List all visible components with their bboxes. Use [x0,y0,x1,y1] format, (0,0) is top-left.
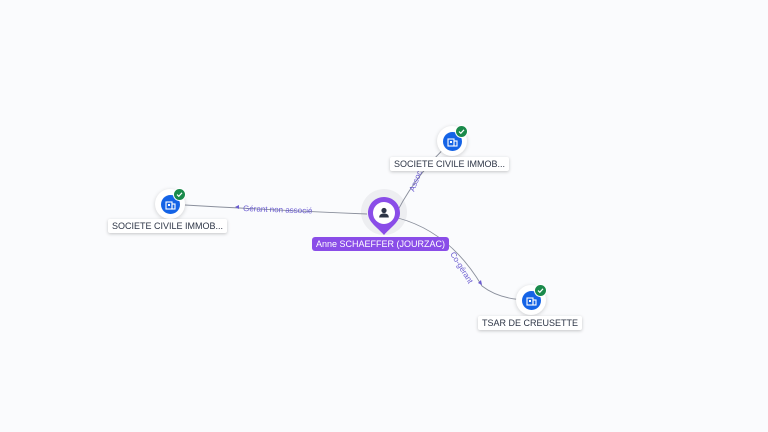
company-node-left[interactable] [155,188,186,219]
company-node-bottom[interactable] [516,284,547,315]
edge-left [184,204,368,215]
edge-bottom-label: Co-gérant [448,250,475,286]
edge-left-label: Gérant non associé [243,204,313,215]
edge-bottom [397,217,531,301]
company-label-left[interactable]: SOCIETE CIVILE IMMOB... [108,219,228,233]
person-icon [379,207,389,218]
edge-left-arrow [235,205,239,209]
person-label[interactable]: Anne SCHAEFFER (JOURZAC) [312,237,450,251]
person-node[interactable] [367,196,401,236]
verified-check-icon [534,284,547,297]
company-label-bottom[interactable]: TSAR DE CREUSETTE [478,316,583,330]
company-node-top[interactable] [437,125,468,156]
edge-bottom-arrow [478,280,482,285]
verified-check-icon [173,188,186,201]
company-label-top[interactable]: SOCIETE CIVILE IMMOB... [390,157,510,171]
verified-check-icon [455,125,468,138]
